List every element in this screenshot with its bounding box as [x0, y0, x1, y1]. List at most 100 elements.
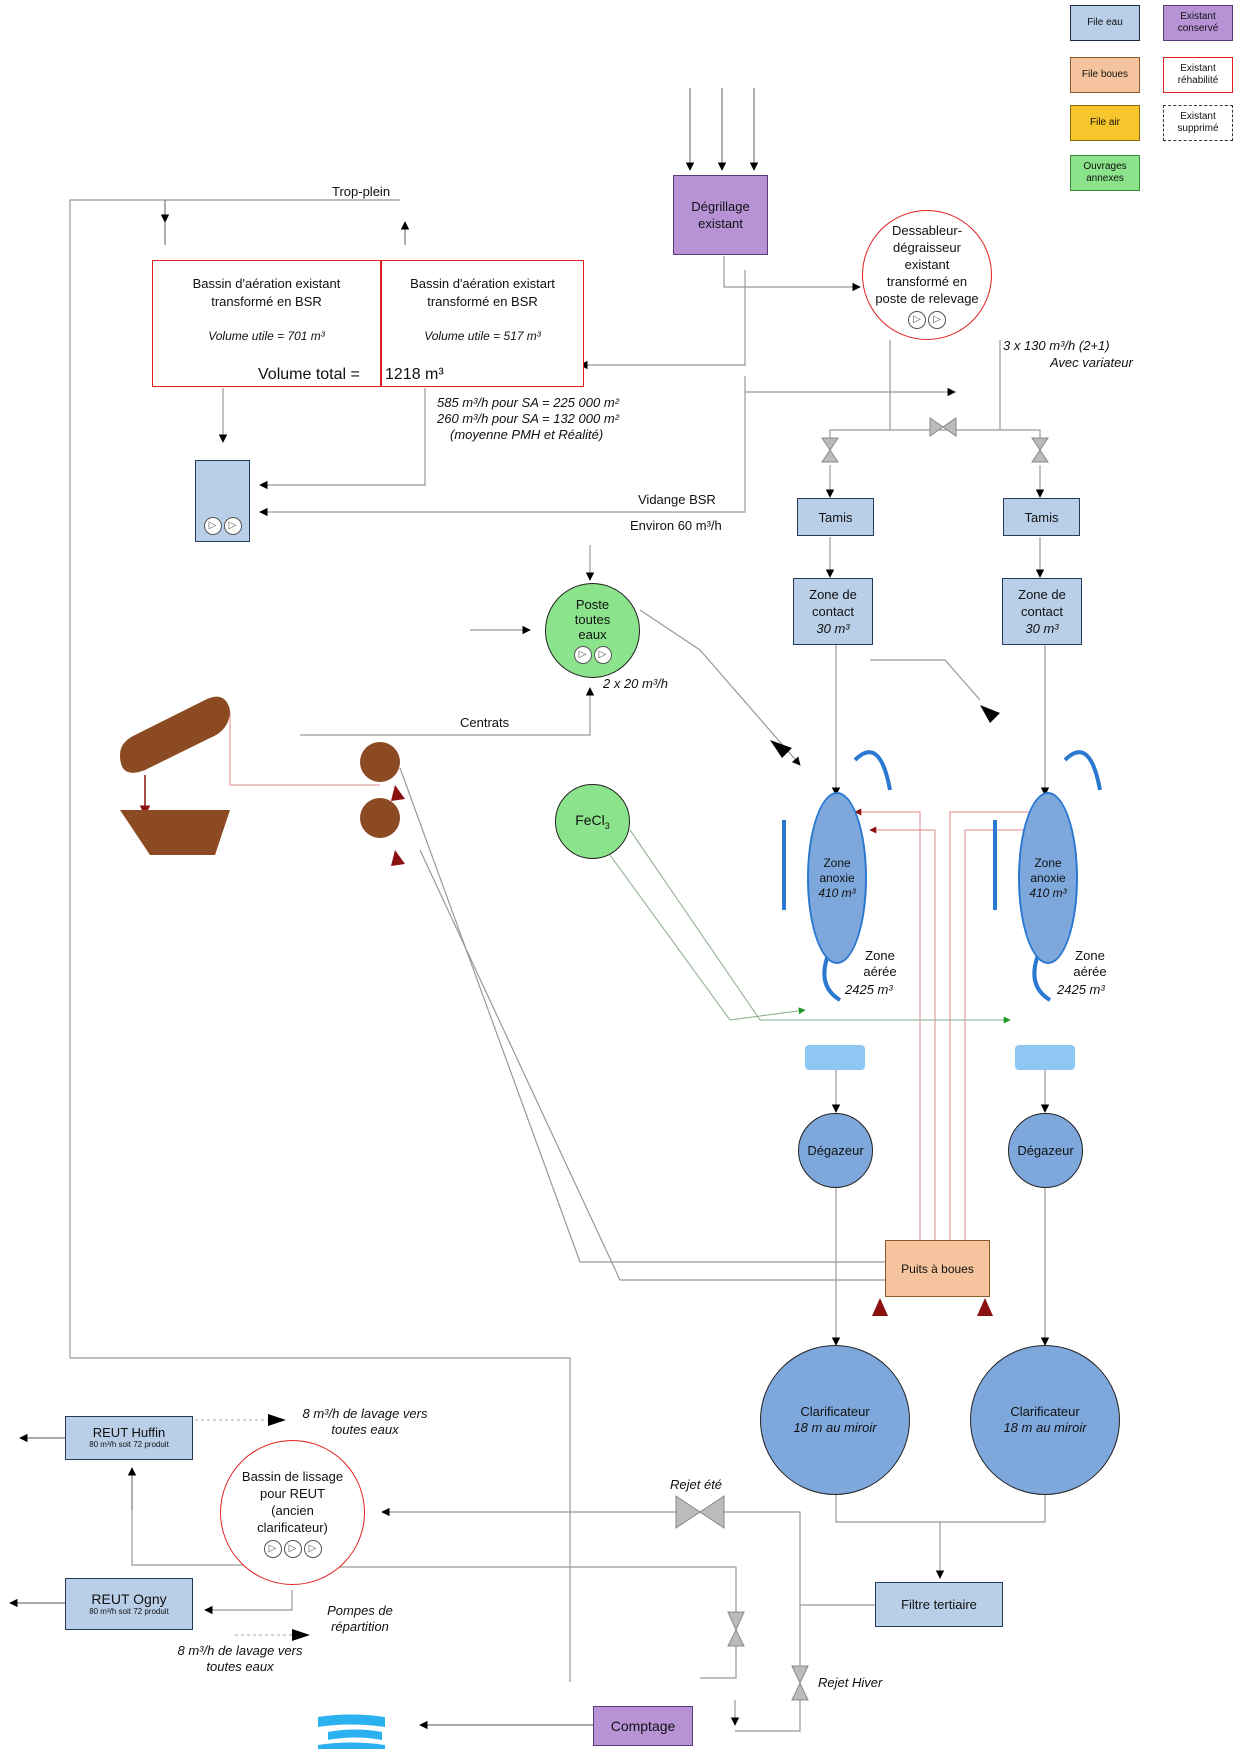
- dessableur-circle: Dessableur-dégraisseur existant transfor…: [862, 210, 992, 340]
- poste-toutes-eaux: Poste toutes eaux ▷▷: [545, 583, 640, 678]
- legend-existant-conserve: Existant conservé: [1163, 5, 1233, 41]
- lavage-2-label: 8 m³/h de lavage vers toutes eaux: [177, 1643, 303, 1674]
- bassin-lissage-label: Bassin de lissage pour REUT (ancien clar…: [241, 1468, 344, 1535]
- pump-icon: ▷: [223, 517, 242, 535]
- vidange-label: Vidange BSR: [638, 492, 716, 507]
- bsr-flow-1: 585 m³/h pour SA = 225 000 m²: [437, 395, 619, 410]
- clarificateur-1-sub: 18 m au miroir: [793, 1420, 877, 1435]
- legend-file-air: File air: [1070, 105, 1140, 141]
- vidange-flow: Environ 60 m³/h: [630, 518, 722, 533]
- degrillage-box: Dégrillage existant: [673, 175, 768, 255]
- fecl3-tank: FeCl3: [555, 784, 630, 859]
- volume-total-value: 1218 m³: [385, 366, 444, 383]
- bsr-pumps: ▷▷: [203, 515, 243, 535]
- tamis-2: Tamis: [1003, 498, 1080, 536]
- contact-zone-1-title: Zone de contact: [809, 587, 857, 619]
- pump-icon: ▷: [303, 1539, 322, 1558]
- puits-label: Puits à boues: [901, 1261, 974, 1276]
- clarificateur-1-label: Clarificateur: [800, 1404, 870, 1419]
- volume-total-label: Volume total =: [258, 366, 360, 383]
- centrifuge-shapes: [120, 696, 400, 855]
- legend-existant-supprime: Existant supprimé: [1163, 105, 1233, 141]
- lavage-arrows: [268, 1414, 310, 1641]
- contact-zone-2-volume: 30 m³: [1025, 621, 1059, 636]
- reut-ogny-sub: 80 m³/h soit 72 produit: [89, 1606, 169, 1616]
- water-lines: [9, 199, 1050, 1732]
- reut-huffin: REUT Huffin 80 m³/h soit 72 produit: [65, 1416, 193, 1460]
- trop-plein-label: Trop-plein: [332, 184, 391, 199]
- degazeur-1-label: Dégazeur: [807, 1143, 864, 1158]
- bsr1-title: Bassin d'aération existant transformé en…: [192, 276, 341, 309]
- dessableur-variateur: Avec variateur: [1050, 355, 1133, 370]
- bsr2-title: Bassin d'aération existart transformé en…: [410, 276, 555, 309]
- filtre-tertiaire: Filtre tertiaire: [875, 1582, 1003, 1627]
- anoxie-zone-1: Zone anoxie 410 m³: [807, 792, 867, 964]
- pump-icon: ▷: [283, 1539, 302, 1558]
- degazeur-2-label: Dégazeur: [1017, 1143, 1074, 1158]
- clarificateur-1: Clarificateur 18 m au miroir: [760, 1345, 910, 1495]
- reut-ogny-label: REUT Ogny: [91, 1590, 167, 1607]
- pump-icon: ▷: [928, 310, 946, 329]
- reut-huffin-label: REUT Huffin: [92, 1425, 166, 1440]
- dessableur-flow: 3 x 130 m³/h (2+1): [1003, 338, 1110, 353]
- bsr2-volume: Volume utile = 517 m³: [424, 329, 541, 343]
- degazeur-2: Dégazeur: [1008, 1113, 1083, 1188]
- aeree-1-label: Zone aérée: [863, 948, 897, 979]
- tamis-2-label: Tamis: [1024, 509, 1059, 525]
- degrillage-label: Dégrillage existant: [691, 199, 750, 231]
- bsr-pump-station: ▷▷: [195, 460, 250, 542]
- rejet-ete-label: Rejet été: [670, 1477, 723, 1492]
- reut-ogny: REUT Ogny 80 m³/h soit 72 produit: [65, 1578, 193, 1630]
- valve-icons: [675, 417, 1049, 1701]
- tamis-1-label: Tamis: [818, 509, 853, 525]
- rejet-hiver-label: Rejet Hiver: [818, 1675, 883, 1690]
- filtre-label: Filtre tertiaire: [901, 1597, 977, 1612]
- poste-flow: 2 x 20 m³/h: [603, 676, 669, 691]
- puits-a-boues: Puits à boues: [885, 1240, 990, 1297]
- bsr1-box: Bassin d'aération existant transformé en…: [152, 260, 381, 387]
- bio-tank-1-outlet: [805, 1045, 865, 1070]
- bassin-lissage-pumps: ▷▷▷: [263, 1538, 323, 1558]
- pump-icon: ▷: [203, 517, 222, 535]
- bsr-flow-2: 260 m³/h pour SA = 132 000 m²: [437, 411, 619, 426]
- anoxie-1-label: Zone anoxie: [819, 855, 855, 885]
- anoxie-2-label: Zone anoxie: [1030, 855, 1066, 885]
- legend-ouvrages-annexes: Ouvrages annexes: [1070, 155, 1140, 191]
- aeree-1-volume: 2425 m³: [845, 982, 893, 997]
- flow-arrows: [782, 750, 1102, 1002]
- pump-icon: ▷: [593, 646, 612, 664]
- legend-existant-rehabilite: Existant réhabilité: [1163, 57, 1233, 93]
- river-outlet-icon: [318, 1714, 385, 1749]
- comptage-box: Comptage: [593, 1706, 693, 1746]
- tamis-1: Tamis: [797, 498, 874, 536]
- anoxie-zone-2: Zone anoxie 410 m³: [1018, 792, 1078, 964]
- contact-zone-2-title: Zone de contact: [1018, 587, 1066, 619]
- contact-zone-2: Zone de contact 30 m³: [1002, 578, 1082, 645]
- pump-icon: ▷: [573, 646, 592, 664]
- fecl3-label: FeCl3: [575, 812, 610, 831]
- contact-zone-1-volume: 30 m³: [816, 621, 850, 636]
- bsr1-volume: Volume utile = 701 m³: [208, 329, 325, 343]
- centrats-label: Centrats: [460, 715, 510, 730]
- anoxie-1-volume: 410 m³: [818, 885, 856, 900]
- anoxie-2-volume: 410 m³: [1029, 885, 1067, 900]
- pump-icon: ▷: [263, 1539, 282, 1558]
- degazeur-1: Dégazeur: [798, 1113, 873, 1188]
- bio-tank-2-outlet: [1015, 1045, 1075, 1070]
- bassin-lissage: Bassin de lissage pour REUT (ancien clar…: [220, 1440, 365, 1585]
- tank-pointers: [770, 705, 1000, 758]
- puits-arrows: [391, 785, 993, 1316]
- poste-label: Poste toutes eaux: [574, 597, 611, 642]
- dessableur-pumps: ▷▷: [907, 309, 947, 329]
- aeree-2-label: Zone aérée: [1073, 948, 1107, 979]
- clarificateur-2-label: Clarificateur: [1010, 1404, 1080, 1419]
- fecl3-lines: [609, 829, 1011, 1024]
- lavage-lines: [195, 1419, 292, 1636]
- recirculation-lines: [214, 708, 1046, 1240]
- bsr2-box: Bassin d'aération existart transformé en…: [381, 260, 584, 387]
- inlet-pipes: [685, 88, 759, 171]
- reut-huffin-sub: 80 m³/h soit 72 produit: [89, 1440, 169, 1449]
- dessableur-label: Dessableur-dégraisseur existant transfor…: [875, 222, 979, 306]
